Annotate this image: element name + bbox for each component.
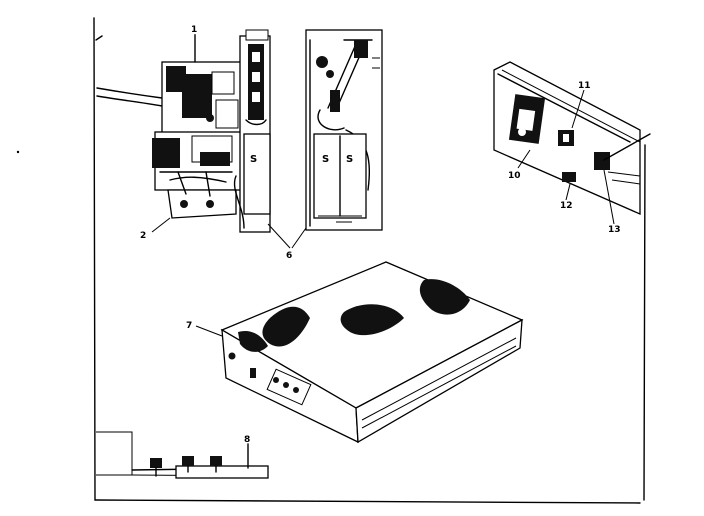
callout-13: 13 (608, 225, 621, 235)
callout-11: 11 (578, 81, 591, 91)
stray-mark (16, 150, 20, 154)
callout-10: 10 (508, 171, 521, 181)
callout-2: 2 (140, 231, 146, 241)
thermostat-panel-right: S S (305, 29, 383, 231)
plate-mark-right-a: S (322, 154, 329, 165)
callout-12: 12 (560, 201, 573, 211)
leader-6 (267, 223, 307, 249)
callout-8: 8 (244, 435, 250, 445)
cooktop-unit (195, 261, 524, 444)
callout-7: 7 (186, 321, 192, 331)
gas-manifold (131, 443, 269, 479)
callout-1: 1 (191, 25, 197, 35)
plate-mark-right-b: S (346, 154, 353, 165)
plate-mark-left: S (250, 154, 257, 165)
thermostat-panel-left: S (233, 29, 271, 233)
relay-assembly (96, 34, 246, 233)
callout-6: 6 (286, 251, 292, 261)
rear-panel-detail (493, 61, 651, 225)
